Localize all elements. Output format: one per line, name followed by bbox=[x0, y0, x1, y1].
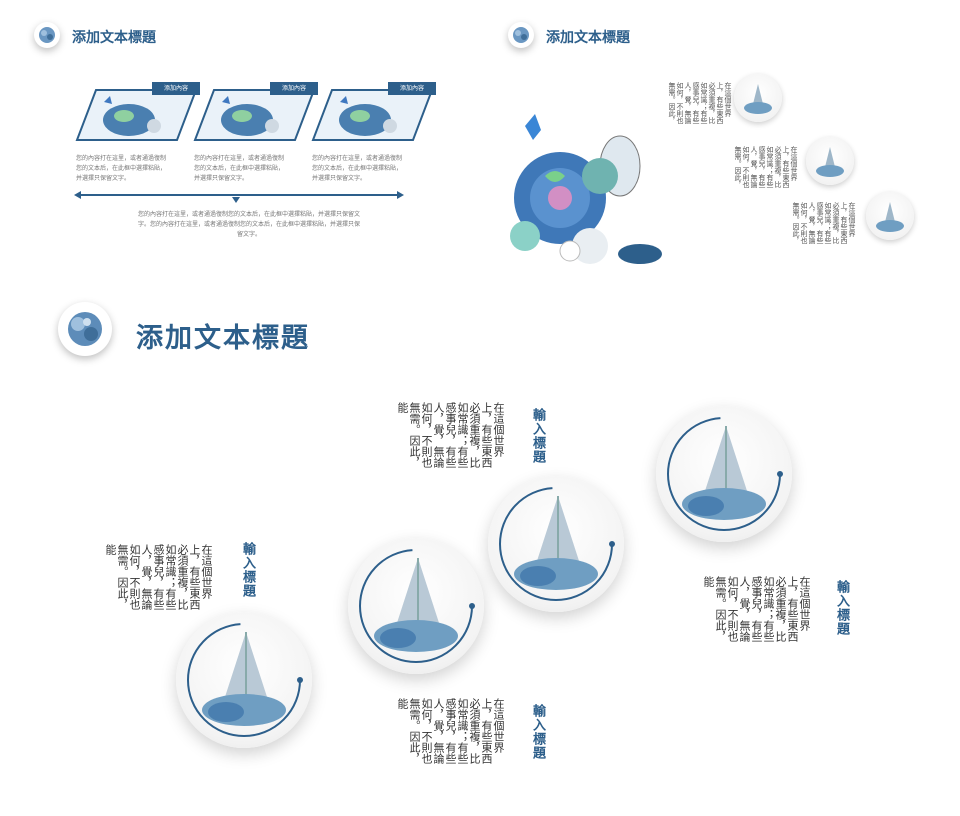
card-tab-1[interactable]: 添加內容 bbox=[152, 82, 200, 95]
item-image-2 bbox=[806, 137, 854, 185]
card-frame bbox=[75, 89, 198, 141]
card-caption-2: 您的內容打在這里，或者通過復制您的文本后，在此框中選擇粘貼，并選擇只保留文字。 bbox=[194, 155, 285, 182]
flower-icon bbox=[39, 27, 55, 43]
ship-image bbox=[499, 487, 615, 601]
butterfly-icon bbox=[340, 96, 348, 104]
card-caption-1: 您的內容打在這里，或者通過復制您的文本后，在此框中選擇粘貼，并選擇只保留文字。 bbox=[76, 155, 167, 182]
item-heading-2: 輸入標題 bbox=[530, 704, 545, 760]
item-text-2: 在這個世界上，有些東西必須重複，比如常識；有些感事兒，有些人，覺，無論如何，不則… bbox=[734, 146, 798, 188]
butterfly-icon bbox=[545, 171, 565, 182]
ship-image bbox=[667, 417, 783, 531]
ship-circle-4 bbox=[656, 406, 792, 542]
item-heading-1: 輸入標題 bbox=[240, 542, 255, 598]
card-caption-3: 您的內容打在這里，或者通過復制您的文本后，在此框中選擇粘貼，并選擇只保留文字。 bbox=[312, 155, 403, 182]
item-text-1: 在這個世界上，有些東西必須重複，比如常識；有些感事兒，有些人，覺，無論如何，不則… bbox=[104, 544, 212, 610]
card-2: 添加內容 bbox=[192, 82, 318, 144]
item-text-3: 在這個世界上，有些東西必須重複，比如常識；有些感事兒，有些人，覺，無論如何，不則… bbox=[792, 202, 856, 244]
flower-illustration bbox=[510, 114, 662, 264]
title-badge bbox=[58, 302, 112, 356]
card-tab-3[interactable]: 添加內容 bbox=[388, 82, 436, 95]
ship-circle-1 bbox=[176, 612, 312, 748]
item-text-2: 在這個世界上，有些東西必須重複，比如常識；有些感事兒，有些人，覺，無論如何，不則… bbox=[396, 698, 504, 764]
butterfly-icon bbox=[222, 96, 230, 104]
flower-icon bbox=[68, 312, 102, 346]
slide-title: 添加文本標題 bbox=[136, 323, 310, 354]
item-text-3: 在這個世界上，有些東西必須重複，比如常識；有些感事兒，有些人，覺，無論如何，不則… bbox=[396, 402, 504, 468]
slide-2: 添加文本標題 在這個世界上，有些東西必須重複，比如常識；有些感事兒，有些人，覺，… bbox=[480, 0, 960, 270]
ship-image bbox=[187, 623, 303, 737]
butterfly-icon bbox=[104, 96, 112, 104]
slide-title: 添加文本標題 bbox=[72, 30, 156, 46]
title-badge bbox=[34, 22, 60, 48]
ship-image bbox=[359, 549, 475, 663]
item-text-4: 在這個世界上，有些東西必須重複，比如常識；有些感事兒，有些人，覺，無論如何，不則… bbox=[702, 576, 810, 642]
card-tab-2[interactable]: 添加內容 bbox=[270, 82, 318, 95]
butterfly-icon bbox=[525, 114, 541, 140]
card-1: 添加內容 bbox=[74, 82, 200, 144]
card-frame bbox=[311, 89, 434, 141]
flower-icon bbox=[513, 27, 529, 43]
item-image-1 bbox=[734, 74, 782, 122]
slide-3: 添加文本標題 輸入標題 在這個世界上，有些東西必須重複，比如常識；有些感事兒，有… bbox=[0, 280, 960, 816]
item-heading-4: 輸入標題 bbox=[834, 580, 849, 636]
slide-1: 添加文本標題 添加內容 添加內容 添加內容 您的內容打在 bbox=[0, 0, 480, 270]
ship-circle-3 bbox=[488, 476, 624, 612]
timeline-arrow bbox=[74, 191, 404, 203]
item-heading-3: 輸入標題 bbox=[530, 408, 545, 464]
item-text-1: 在這個世界上，有些東西必須重複，比如常識；有些感事兒，有些人，覺，無論如何，不則… bbox=[668, 82, 732, 124]
slide-title: 添加文本標題 bbox=[546, 30, 630, 46]
item-image-3 bbox=[866, 192, 914, 240]
title-badge bbox=[508, 22, 534, 48]
card-3: 添加內容 bbox=[310, 82, 436, 144]
bottom-text: 您的內容打在這里，或者通過復制您的文本后，在此框中選擇粘貼，并選擇只保留文字。您… bbox=[137, 211, 360, 238]
ship-circle-2 bbox=[348, 538, 484, 674]
